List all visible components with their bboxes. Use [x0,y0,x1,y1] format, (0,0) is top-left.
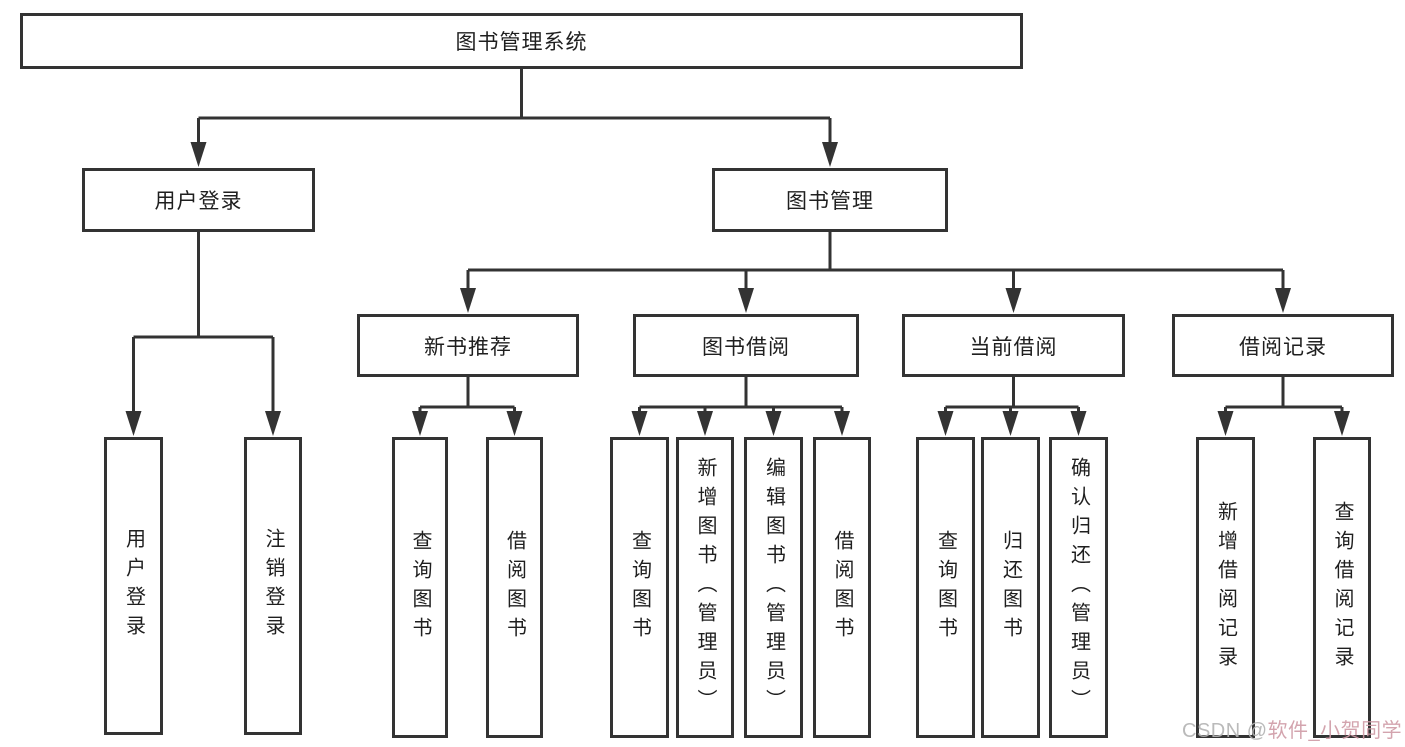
node-label: 用户登录 [122,528,145,644]
node-new-book-recommendation: 新书推荐 [357,314,579,377]
arrowheads [125,142,1350,436]
node-leaf-logout: 注销登录 [244,437,302,735]
node-label: 用户登录 [154,190,243,213]
node-label: 查询图书 [409,529,431,646]
node-user-login: 用户登录 [82,168,315,232]
node-label: 图书管理系统 [455,31,588,54]
node-leaf-borrow-books: 借阅图书 [813,437,871,738]
node-label: 归还图书 [999,529,1022,646]
node-label: 当前借阅 [969,335,1058,359]
node-library-system: 图书管理系统 [20,13,1023,69]
node-leaf-borrow-books-recommend: 借阅图书 [486,437,543,738]
watermark-username: 软件_小贺同学 [1267,720,1403,742]
node-label: 编辑图书（管理员） [762,457,785,718]
node-book-management: 图书管理 [712,168,948,232]
node-leaf-query-borrow-record: 查询借阅记录 [1313,437,1371,738]
node-leaf-user-login: 用户登录 [104,437,163,735]
watermark-prefix: CSDN @ [1182,720,1268,742]
node-leaf-query-books-current: 查询图书 [916,437,975,738]
node-current-borrowing: 当前借阅 [902,314,1125,377]
node-leaf-return-books: 归还图书 [981,437,1040,738]
node-label: 新增借阅记录 [1214,500,1237,675]
node-label: 借阅记录 [1239,335,1327,359]
node-label: 图书借阅 [702,335,790,359]
node-label: 确认归还（管理员） [1067,457,1090,718]
node-book-borrowing: 图书借阅 [633,314,859,377]
node-label: 新书推荐 [424,335,512,359]
node-leaf-confirm-return-admin: 确认归还（管理员） [1049,437,1108,738]
node-leaf-query-books-borrowing: 查询图书 [610,437,669,738]
node-leaf-query-books-recommend: 查询图书 [392,437,448,738]
node-leaf-add-books-admin: 新增图书（管理员） [676,437,734,738]
node-label: 图书管理 [786,190,874,213]
node-label: 注销登录 [262,528,284,644]
node-label: 查询借阅记录 [1331,500,1353,675]
node-label: 查询图书 [628,529,651,646]
node-label: 查询图书 [934,529,957,646]
node-label: 借阅图书 [503,529,526,646]
node-borrowing-records: 借阅记录 [1172,314,1394,377]
csdn-watermark: CSDN @软件_小贺同学 [1182,714,1402,743]
node-label: 新增图书（管理员） [694,457,716,718]
node-leaf-edit-books-admin: 编辑图书（管理员） [744,437,803,738]
node-leaf-add-borrow-record: 新增借阅记录 [1196,437,1255,738]
node-label: 借阅图书 [831,529,853,646]
